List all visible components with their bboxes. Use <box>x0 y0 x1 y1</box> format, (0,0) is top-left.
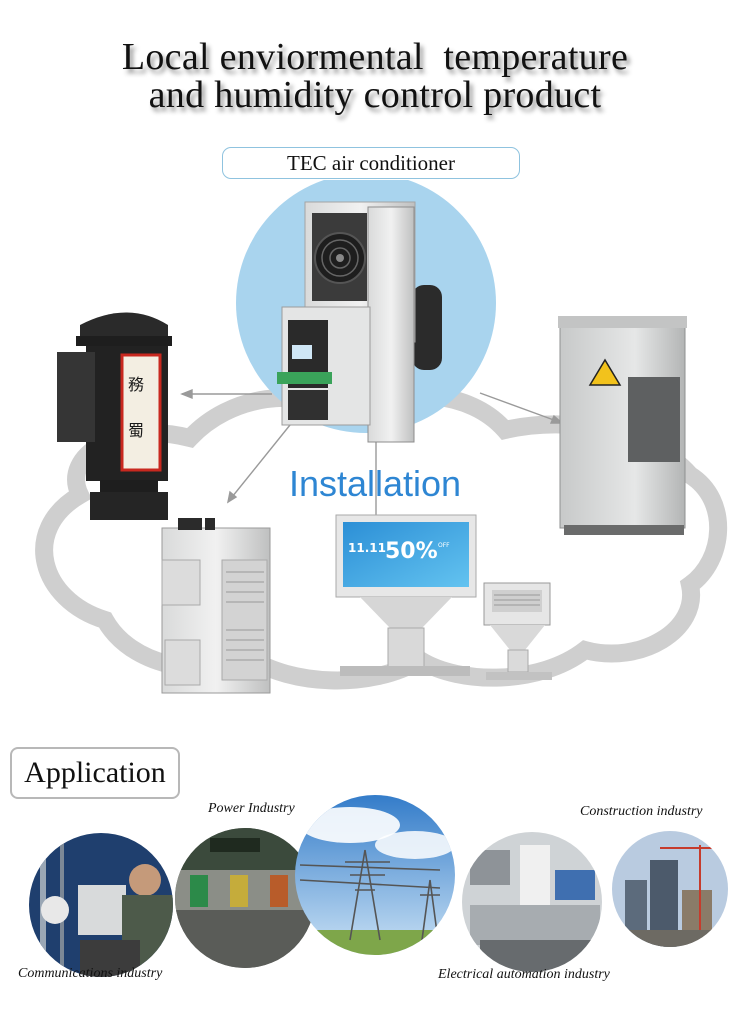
ad-screen: 11.11 50% OFF <box>335 514 477 676</box>
caption-automation: Electrical automation industry <box>438 967 610 982</box>
caption-power: Power Industry <box>208 801 295 816</box>
ad-discount: 50% <box>385 539 438 564</box>
outdoor-kiosk: 務 蜀 <box>57 312 172 520</box>
ad-date: 11.11 <box>348 541 386 555</box>
tec-unit-circle <box>236 180 496 443</box>
arrow-right <box>479 392 564 424</box>
arrow-left <box>180 388 272 400</box>
automation-photo <box>462 832 602 972</box>
title-line-2: and humidity control product <box>148 74 602 116</box>
small-kiosk <box>483 582 552 680</box>
installation-label: Installation <box>288 463 462 504</box>
cabinet-ac <box>161 518 271 694</box>
arrow-bottom-left <box>226 424 291 504</box>
product-label: TEC air conditioner <box>222 147 520 179</box>
svg-text:務: 務 <box>128 375 144 394</box>
power-photo <box>175 828 315 968</box>
page-title: Local enviormental temperature and humid… <box>0 38 750 114</box>
caption-construction: Construction industry <box>580 804 703 819</box>
installation-diagram: 務 蜀 11.11 50% OFF <box>35 180 728 694</box>
construction-photo <box>612 831 728 947</box>
pylons-photo <box>295 795 455 955</box>
communications-photo <box>29 833 173 977</box>
ad-off: OFF <box>438 542 450 549</box>
title-line-1: Local enviormental temperature <box>121 36 629 78</box>
application-heading: Application <box>10 747 180 799</box>
industry-photos <box>29 795 728 977</box>
caption-communications: Communications industry <box>18 966 163 981</box>
outdoor-cabinet <box>558 316 687 535</box>
svg-text:蜀: 蜀 <box>128 421 144 440</box>
